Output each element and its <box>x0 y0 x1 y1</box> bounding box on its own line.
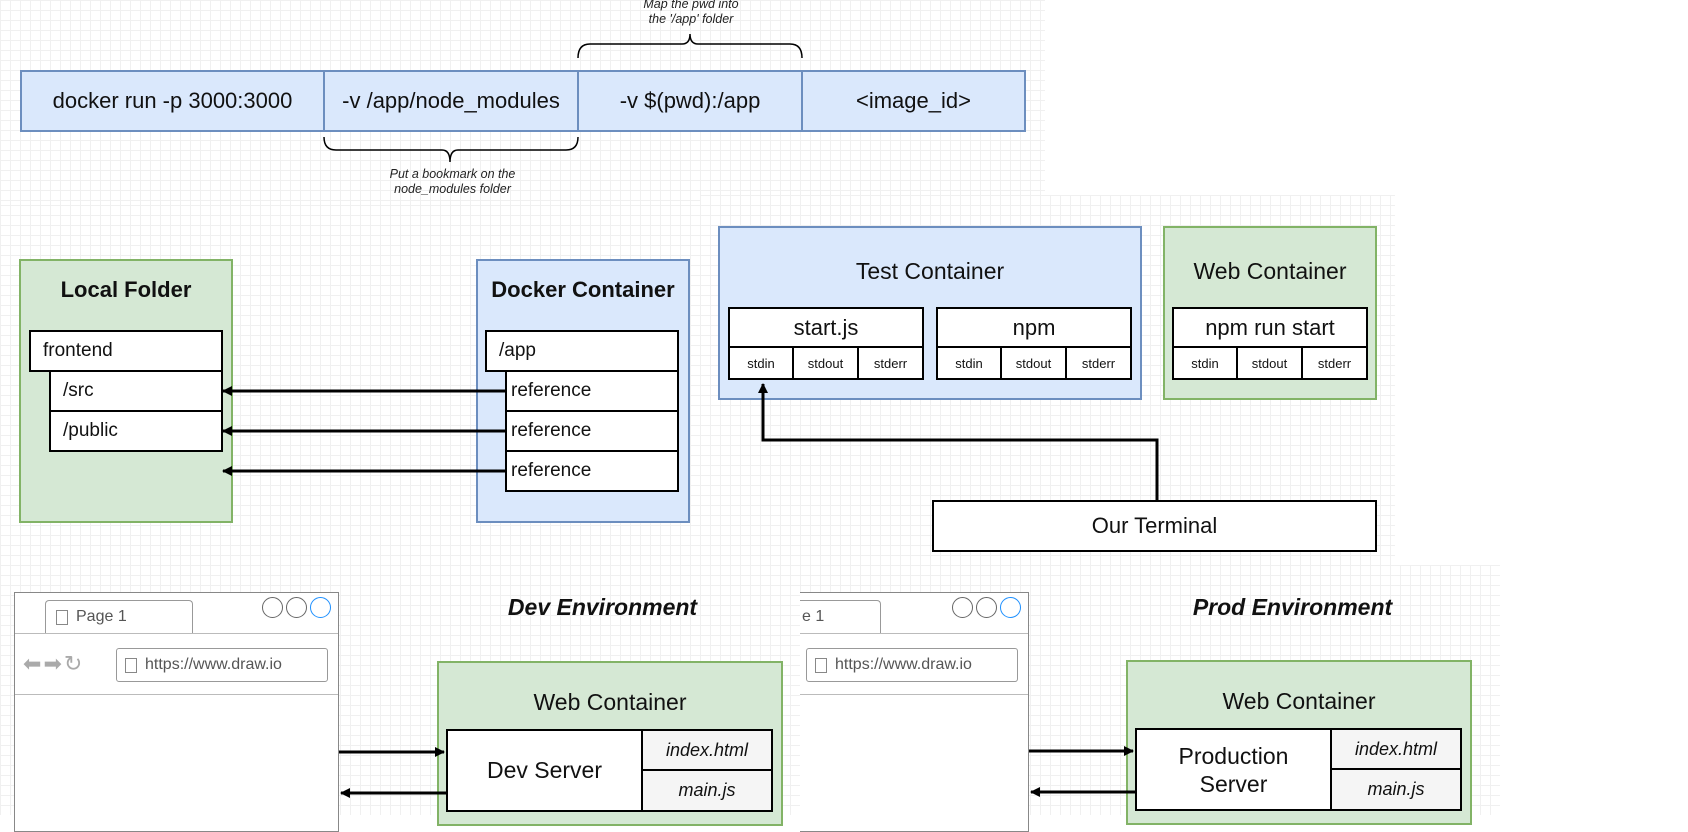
window-circle-icon[interactable] <box>310 597 331 618</box>
arrow-terminal-to-stdin <box>758 383 1159 500</box>
production-server-box: Production Server <box>1135 728 1332 811</box>
command-cell-run: docker run -p 3000:3000 <box>20 70 325 132</box>
prod-browser-tab-label: e 1 <box>802 608 825 625</box>
our-terminal-box: Our Terminal <box>932 500 1377 552</box>
page-icon <box>56 609 68 625</box>
note-map-pwd: Map the pwd into the '/app' folder <box>600 0 782 27</box>
command-cell-image-id: <image_id> <box>801 70 1026 132</box>
note-map-pwd-line1: Map the pwd into <box>643 0 739 11</box>
stream-stderr: stderr <box>1065 346 1132 380</box>
note-bookmark: Put a bookmark on the node_modules folde… <box>355 167 550 197</box>
note-map-pwd-line2: the '/app' folder <box>648 12 734 26</box>
stream-stdin: stdin <box>936 346 1002 380</box>
window-circle-icon[interactable] <box>1000 597 1021 618</box>
prod-web-container-title: Web Container <box>1222 688 1376 714</box>
process-npm: npm <box>936 307 1132 348</box>
dev-web-container-title: Web Container <box>533 689 687 715</box>
window-circle-icon[interactable] <box>286 597 307 618</box>
forward-arrow-icon[interactable]: ➡ <box>43 651 64 676</box>
page-icon <box>815 657 827 673</box>
dev-nav-icons: ⬅➡↻ <box>23 651 84 677</box>
stream-stdin: stdin <box>728 346 794 380</box>
window-circle-icon[interactable] <box>952 597 973 618</box>
connectors-layer <box>222 33 1159 798</box>
command-cell-node-modules-volume: -v /app/node_modules <box>323 70 579 132</box>
window-circle-icon[interactable] <box>976 597 997 618</box>
brace-bottom <box>323 136 579 163</box>
prod-url-text: https://www.draw.io <box>835 656 972 673</box>
back-arrow-icon[interactable]: ⬅ <box>23 651 44 676</box>
reload-icon[interactable]: ↻ <box>63 651 85 676</box>
dev-url-bar[interactable]: https://www.draw.io <box>116 648 328 682</box>
prod-environment-heading: Prod Environment <box>1192 594 1393 620</box>
docker-container-title: Docker Container <box>491 277 675 302</box>
prod-browser-toolbar <box>800 633 1028 695</box>
stream-stderr: stderr <box>857 346 924 380</box>
dev-environment-heading: Dev Environment <box>507 594 698 620</box>
dev-browser-tab[interactable]: Page 1 <box>45 600 193 633</box>
dev-browser-tab-label: Page 1 <box>76 608 127 625</box>
web-container-title: Web Container <box>1193 258 1347 284</box>
prod-file-index-html: index.html <box>1330 728 1462 770</box>
local-folder-title: Local Folder <box>60 277 192 302</box>
docker-item-reference-3: reference <box>505 450 679 492</box>
prod-browser-tab[interactable]: e 1 <box>800 600 881 633</box>
docker-item-reference-2: reference <box>505 410 679 452</box>
stream-stderr: stderr <box>1301 346 1368 380</box>
window-circle-icon[interactable] <box>262 597 283 618</box>
docker-item-app: /app <box>485 330 679 372</box>
note-bookmark-line1: Put a bookmark on the <box>389 167 516 181</box>
prod-file-main-js: main.js <box>1330 768 1462 811</box>
note-bookmark-line2: node_modules folder <box>394 182 511 196</box>
local-item-frontend: frontend <box>29 330 223 372</box>
prod-url-bar[interactable]: https://www.draw.io <box>806 648 1018 682</box>
page-icon <box>125 657 137 673</box>
stream-stdout: stdout <box>1236 346 1303 380</box>
dev-url-text: https://www.draw.io <box>145 656 282 673</box>
command-cell-pwd-volume: -v $(pwd):/app <box>577 70 803 132</box>
brace-top <box>577 33 803 59</box>
test-container-title: Test Container <box>855 258 1005 284</box>
dev-file-main-js: main.js <box>641 769 773 812</box>
docker-item-reference-1: reference <box>505 370 679 412</box>
dev-browser-toolbar <box>15 633 338 695</box>
dev-server-box: Dev Server <box>446 729 643 812</box>
stream-stdout: stdout <box>792 346 859 380</box>
